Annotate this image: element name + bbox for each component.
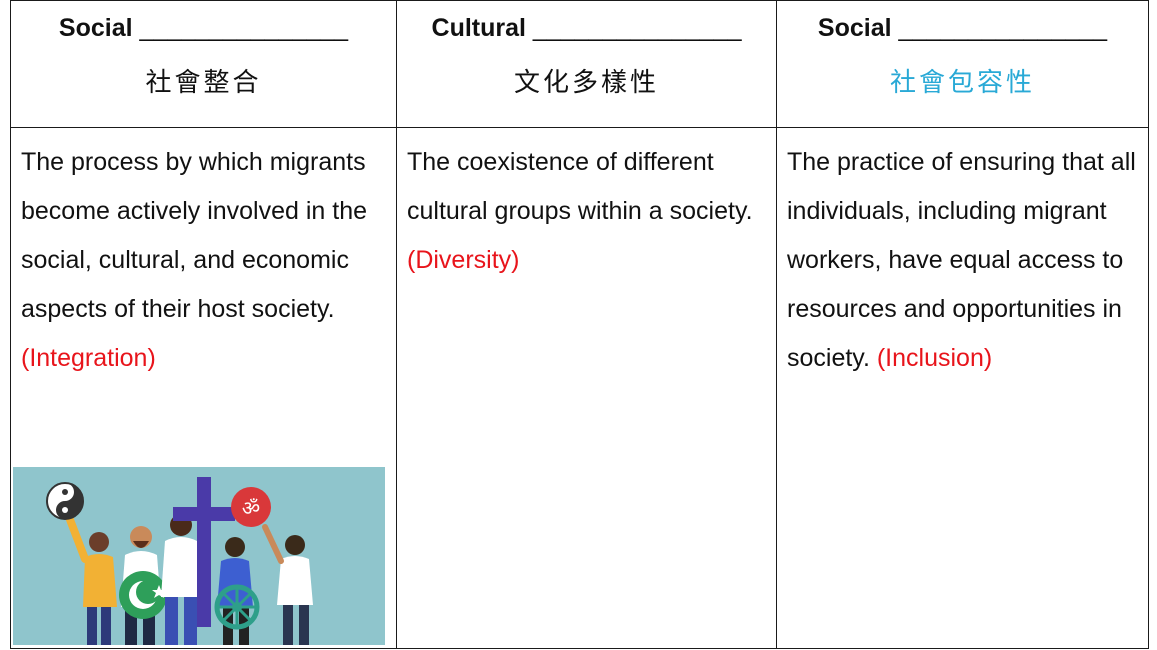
definition-text: The practice of ensuring that all indivi… — [787, 148, 1136, 372]
answer-text: (Integration) — [21, 344, 156, 372]
yin-yang-icon — [46, 482, 84, 520]
answer-text: (Inclusion) — [876, 344, 993, 372]
term-prompt: Social _______________ — [58, 14, 349, 42]
chinese-term: 社會包容性 — [889, 68, 1035, 98]
om-icon: ॐ — [231, 487, 271, 527]
person-figure — [262, 524, 313, 645]
person-figure — [65, 513, 117, 645]
definition-text: The process by which migrants become act… — [21, 148, 368, 372]
svg-text:ॐ: ॐ — [242, 496, 260, 520]
term-cell-diversity: Cultural _______________ 文化多樣性 — [396, 0, 777, 128]
chinese-term: 文化多樣性 — [513, 68, 659, 98]
term-prompt: Cultural _______________ — [431, 14, 742, 42]
answer-text: (Diversity) — [407, 246, 520, 274]
crescent-star-icon — [119, 571, 167, 619]
term-cell-integration: Social _______________ 社會整合 — [10, 0, 397, 128]
definition-row: The process by which migrants become act… — [10, 127, 1149, 649]
dharma-wheel-icon — [214, 584, 260, 630]
cross-icon — [173, 477, 235, 627]
diversity-illustration: ॐ — [13, 467, 385, 645]
definition-text: The coexistence of different cultural gr… — [407, 148, 753, 274]
definition-cell-integration: The process by which migrants become act… — [10, 127, 397, 649]
term-prompt: Social _______________ — [817, 14, 1108, 42]
chinese-term: 社會整合 — [145, 68, 262, 98]
term-cell-inclusion: Social _______________ 社會包容性 — [776, 0, 1149, 128]
vocabulary-table: Social _______________ 社會整合 Cultural ___… — [10, 0, 1149, 649]
header-row: Social _______________ 社會整合 Cultural ___… — [10, 0, 1149, 128]
definition-cell-diversity: The coexistence of different cultural gr… — [396, 127, 777, 649]
definition-cell-inclusion: The practice of ensuring that all indivi… — [776, 127, 1149, 649]
